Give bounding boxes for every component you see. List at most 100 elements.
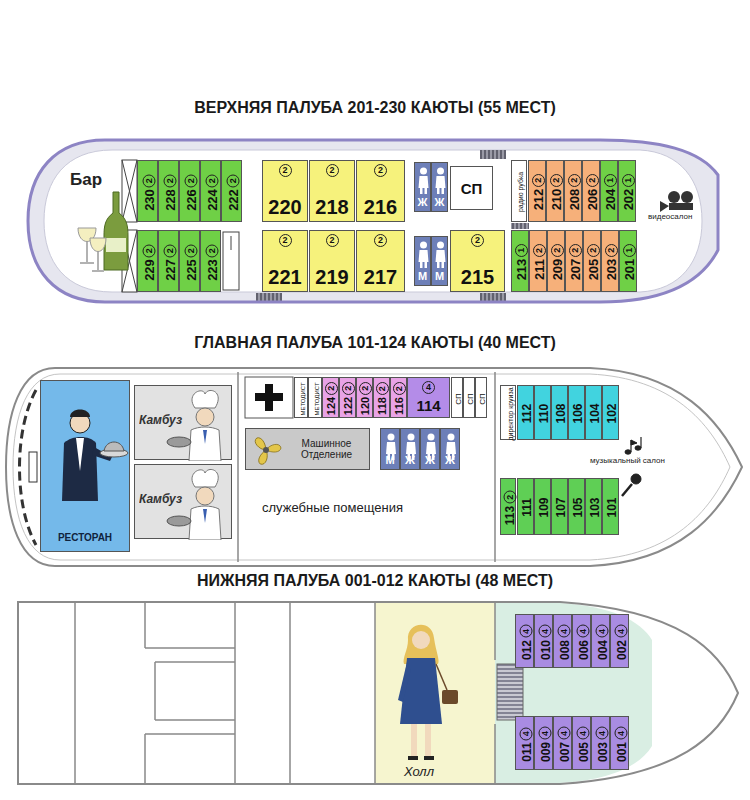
cabin-number: 010 bbox=[539, 639, 551, 659]
wc-box: Ж bbox=[414, 162, 431, 212]
cabin-box: 0094 bbox=[534, 716, 553, 770]
cabin-number: 005 bbox=[577, 741, 589, 761]
cabin-number: 116 bbox=[394, 397, 405, 415]
cabin-box: 111 bbox=[517, 478, 534, 535]
cabin-number: 205 bbox=[587, 259, 600, 281]
cabin-number: 112 bbox=[521, 404, 533, 423]
cabin-box: 1144 bbox=[407, 377, 450, 418]
cabin-number: 227 bbox=[163, 259, 176, 281]
cabin-number: 223 bbox=[205, 259, 218, 281]
berth-count: 2 bbox=[163, 174, 176, 187]
cabin-number: Ж bbox=[405, 454, 415, 466]
cabin-number: 226 bbox=[184, 189, 197, 211]
cabin-number: 202 bbox=[622, 189, 635, 211]
room-label: Машинное Отделение bbox=[286, 438, 367, 461]
berth-count: 2 bbox=[142, 244, 155, 257]
wc-box: Ж bbox=[400, 428, 420, 470]
stairs bbox=[511, 223, 529, 229]
cabin-box: 2062 bbox=[582, 160, 600, 222]
hull-fill bbox=[6, 368, 742, 566]
berth-count: 4 bbox=[538, 624, 551, 637]
cabin-box: 1242 bbox=[322, 377, 339, 418]
cabin-number: 002 bbox=[615, 639, 627, 659]
cabin-number: М bbox=[418, 270, 427, 282]
cabin-box: 109 bbox=[534, 478, 551, 535]
cabin-number: 217 bbox=[364, 267, 397, 287]
cabin-number: 008 bbox=[558, 639, 570, 659]
room-label: МЕТОДИСТ bbox=[299, 382, 305, 415]
berth-count: 2 bbox=[568, 174, 581, 187]
cabin-box: 110 bbox=[534, 385, 551, 440]
cabin-box: 1132 bbox=[500, 478, 516, 535]
cabin-box: 2302 bbox=[137, 160, 158, 222]
wc-box: М bbox=[431, 236, 448, 286]
cabin-number: 001 bbox=[615, 741, 627, 761]
cabin-number: РЕСТОРАН bbox=[58, 532, 112, 543]
wc-box: Ж bbox=[420, 428, 440, 470]
room-label: СП bbox=[461, 180, 483, 197]
cabin-number: Ж bbox=[418, 196, 428, 208]
cabin-box: РЕСТОРАН bbox=[40, 380, 130, 552]
berth-count: 4 bbox=[557, 624, 570, 637]
cabin-box: 2232 bbox=[200, 230, 221, 292]
music-icon bbox=[622, 437, 641, 496]
berth-count: 2 bbox=[503, 490, 516, 503]
berth-count: 2 bbox=[142, 174, 155, 187]
cabin-box: 0034 bbox=[591, 716, 610, 770]
berth-count: 2 bbox=[586, 174, 599, 187]
hall-floor bbox=[375, 603, 495, 783]
berth-count: 2 bbox=[532, 174, 545, 187]
cabin-box: 2282 bbox=[158, 160, 179, 222]
medical-box bbox=[245, 377, 293, 418]
cabin-box: 2162 bbox=[356, 160, 405, 222]
room-label: СП bbox=[466, 393, 474, 405]
berth-count: 2 bbox=[226, 174, 239, 187]
room-label: СП bbox=[478, 393, 486, 405]
area-label: Бар bbox=[70, 170, 102, 190]
cabin-box: Камбуз bbox=[134, 464, 232, 539]
deck-floor bbox=[44, 150, 702, 292]
deck-heading: ВЕРХНЯЯ ПАЛУБА 201-230 КАЮТЫ (55 МЕСТ) bbox=[194, 99, 556, 116]
cabin-box: 2172 bbox=[356, 230, 405, 292]
cabin-number: 007 bbox=[558, 741, 570, 761]
cabin-number: 209 bbox=[551, 259, 564, 281]
cabin-number: 221 bbox=[268, 267, 301, 287]
room-box: СП bbox=[475, 377, 487, 418]
stairs bbox=[480, 150, 506, 159]
berth-count: 2 bbox=[325, 382, 338, 395]
cabin-number: М bbox=[435, 270, 444, 282]
room-box: директор круиза bbox=[500, 385, 516, 440]
berth-count: 2 bbox=[374, 164, 387, 177]
corridor-floor bbox=[495, 603, 652, 783]
room-label: СП bbox=[454, 393, 462, 405]
cabin-box: 2122 bbox=[528, 160, 546, 222]
cabin-number: Ж bbox=[425, 454, 435, 466]
cabin-number: 204 bbox=[604, 189, 617, 211]
room-label: МЕТОДИСТ bbox=[313, 382, 319, 415]
cabin-box: 2242 bbox=[200, 160, 221, 222]
berth-count: 2 bbox=[359, 382, 372, 395]
cabin-number: 224 bbox=[205, 189, 218, 211]
cabin-box: 105 bbox=[568, 478, 585, 535]
cabin-box: 103 bbox=[585, 478, 602, 535]
room-box: Машинное Отделение bbox=[245, 428, 370, 470]
berth-count: 4 bbox=[538, 726, 551, 739]
cabin-number: 124 bbox=[326, 397, 337, 415]
cabin-number: 201 bbox=[623, 259, 636, 281]
cabin-number: 006 bbox=[577, 639, 589, 659]
berth-count: 2 bbox=[605, 244, 618, 257]
cabin-box: 2212 bbox=[262, 230, 308, 292]
deck-plan: ВЕРХНЯЯ ПАЛУБА 201-230 КАЮТЫ (55 МЕСТ) 23… bbox=[0, 95, 750, 310]
cabin-box: 1162 bbox=[390, 377, 407, 418]
berth-count: 2 bbox=[279, 164, 292, 177]
berth-count: 2 bbox=[163, 244, 176, 257]
cabin-number: 105 bbox=[572, 497, 584, 517]
berth-count: 4 bbox=[614, 624, 627, 637]
cabin-number: 122 bbox=[343, 397, 354, 415]
berth-count: 4 bbox=[557, 726, 570, 739]
cabin-number: Камбуз bbox=[139, 492, 182, 506]
cabin-box: 2262 bbox=[179, 160, 200, 222]
berth-count: 4 bbox=[576, 624, 589, 637]
berth-count: 1 bbox=[623, 244, 636, 257]
cabin-box: 2021 bbox=[618, 160, 636, 222]
